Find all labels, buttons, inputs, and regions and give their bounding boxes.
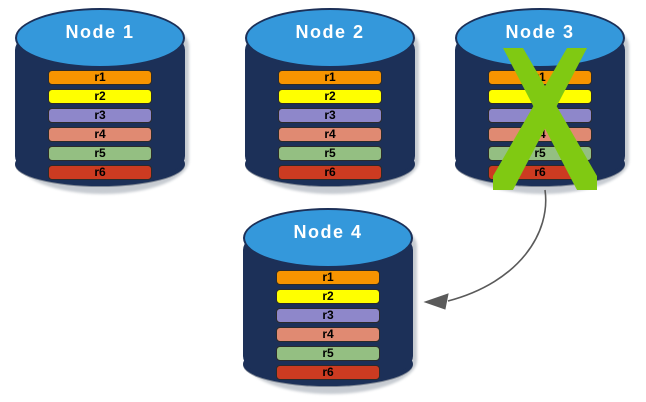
row-r1[interactable]: r1 (276, 270, 380, 285)
node-1[interactable]: Node 1 r1 r2 r3 r4 r5 r6 (15, 8, 189, 194)
node-4-rows: r1 r2 r3 r4 r5 r6 (276, 270, 380, 380)
row-r2[interactable]: r2 (278, 89, 382, 104)
row-r3[interactable]: r3 (488, 108, 592, 123)
row-r4[interactable]: r4 (48, 127, 152, 142)
row-r1[interactable]: r1 (278, 70, 382, 85)
cylinder-top (245, 8, 415, 68)
row-r4[interactable]: r4 (488, 127, 592, 142)
row-r5[interactable]: r5 (488, 146, 592, 161)
node-4-title: Node 4 (293, 222, 363, 242)
row-r6[interactable]: r6 (278, 165, 382, 180)
row-r6[interactable]: r6 (488, 165, 592, 180)
node-1-rows: r1 r2 r3 r4 r5 r6 (48, 70, 152, 180)
node-1-title: Node 1 (65, 22, 135, 42)
cylinder-top (15, 8, 185, 68)
arrow-curve (447, 189, 547, 302)
node-3-title: Node 3 (505, 22, 575, 42)
row-r5[interactable]: r5 (278, 146, 382, 161)
node-2-title: Node 2 (295, 22, 365, 42)
row-r4[interactable]: r4 (278, 127, 382, 142)
row-r1[interactable]: r1 (488, 70, 592, 85)
row-r2[interactable]: r2 (276, 289, 380, 304)
node-3-rows: r1 r2 r3 r4 r5 r6 (488, 70, 592, 180)
row-r3[interactable]: r3 (278, 108, 382, 123)
row-r2[interactable]: r2 (48, 89, 152, 104)
node-2-rows: r1 r2 r3 r4 r5 r6 (278, 70, 382, 180)
row-r1[interactable]: r1 (48, 70, 152, 85)
node-2[interactable]: Node 2 r1 r2 r3 r4 r5 r6 (245, 8, 419, 194)
row-r3[interactable]: r3 (48, 108, 152, 123)
row-r5[interactable]: r5 (48, 146, 152, 161)
row-r2[interactable]: r2 (488, 89, 592, 104)
row-r4[interactable]: r4 (276, 327, 380, 342)
row-r5[interactable]: r5 (276, 346, 380, 361)
cylinder-top (243, 208, 413, 268)
row-r3[interactable]: r3 (276, 308, 380, 323)
arrow-head (423, 293, 449, 310)
node-4[interactable]: Node 4 r1 r2 r3 r4 r5 r6 (243, 208, 417, 394)
node-3[interactable]: Node 3 r1 r2 r3 r4 r5 r6 (455, 8, 629, 194)
row-r6[interactable]: r6 (48, 165, 152, 180)
row-r6[interactable]: r6 (276, 365, 380, 380)
